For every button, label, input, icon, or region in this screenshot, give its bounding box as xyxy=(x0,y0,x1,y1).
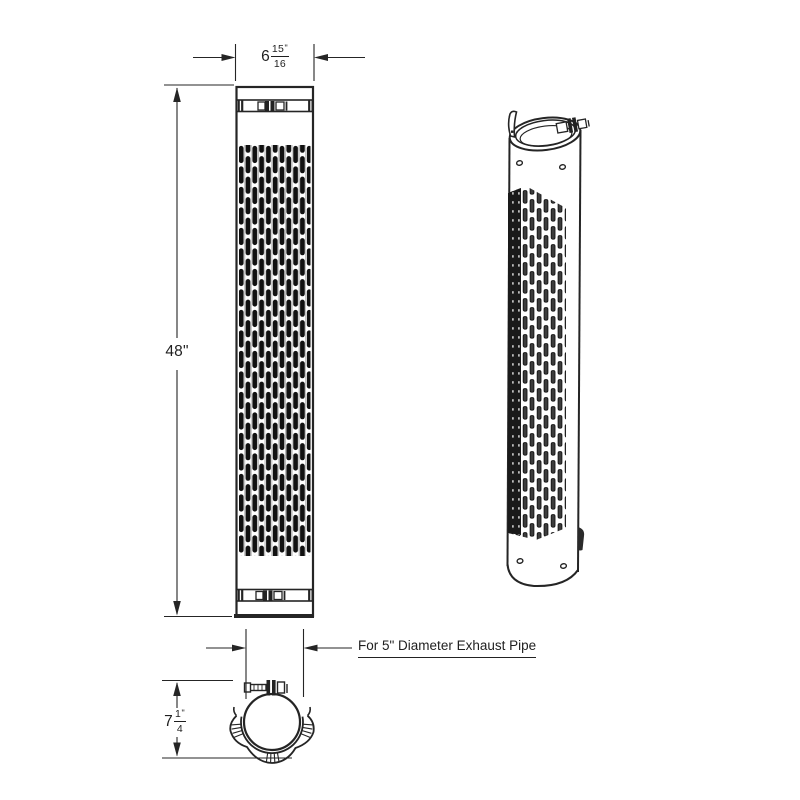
width-unit: " xyxy=(284,43,288,53)
rivet-hole xyxy=(559,563,568,569)
exhaust-pipe-note: For 5" Diameter Exhaust Pipe xyxy=(358,638,537,659)
height-dimension-label: 48" xyxy=(165,343,189,360)
front-perforation xyxy=(239,145,311,556)
rivet-hole xyxy=(515,160,524,166)
clamp-height-dimension xyxy=(162,679,292,759)
iso-bottom-clamp-bolt xyxy=(577,527,585,551)
clamp-section-view xyxy=(229,680,315,764)
pipe-diameter-dimension xyxy=(206,629,352,699)
width-denominator: 16 xyxy=(273,57,286,70)
clamp-whole: 7 xyxy=(164,712,173,730)
iso-perforation-edge xyxy=(508,188,521,535)
iso-perforation xyxy=(508,186,566,540)
rivet-hole xyxy=(558,164,567,170)
clamp-denominator: 4 xyxy=(176,722,183,735)
width-whole: 6 xyxy=(261,47,270,65)
isometric-view xyxy=(506,110,590,588)
section-clamp-bolt xyxy=(243,680,288,696)
height-dimension xyxy=(164,84,234,618)
iso-top-clamp-bolt xyxy=(555,117,590,134)
section-shield-shell xyxy=(229,706,315,764)
front-top-clamp-band xyxy=(235,99,314,113)
front-view xyxy=(234,85,315,618)
front-bottom-clamp-band xyxy=(235,588,314,602)
rivet-hole xyxy=(516,558,524,564)
width-numerator: 15 xyxy=(271,43,284,55)
clamp-numerator: 1 xyxy=(174,708,181,720)
iso-seam-flap xyxy=(507,110,518,139)
width-dimension xyxy=(193,44,365,81)
clamp-unit: " xyxy=(181,708,185,718)
